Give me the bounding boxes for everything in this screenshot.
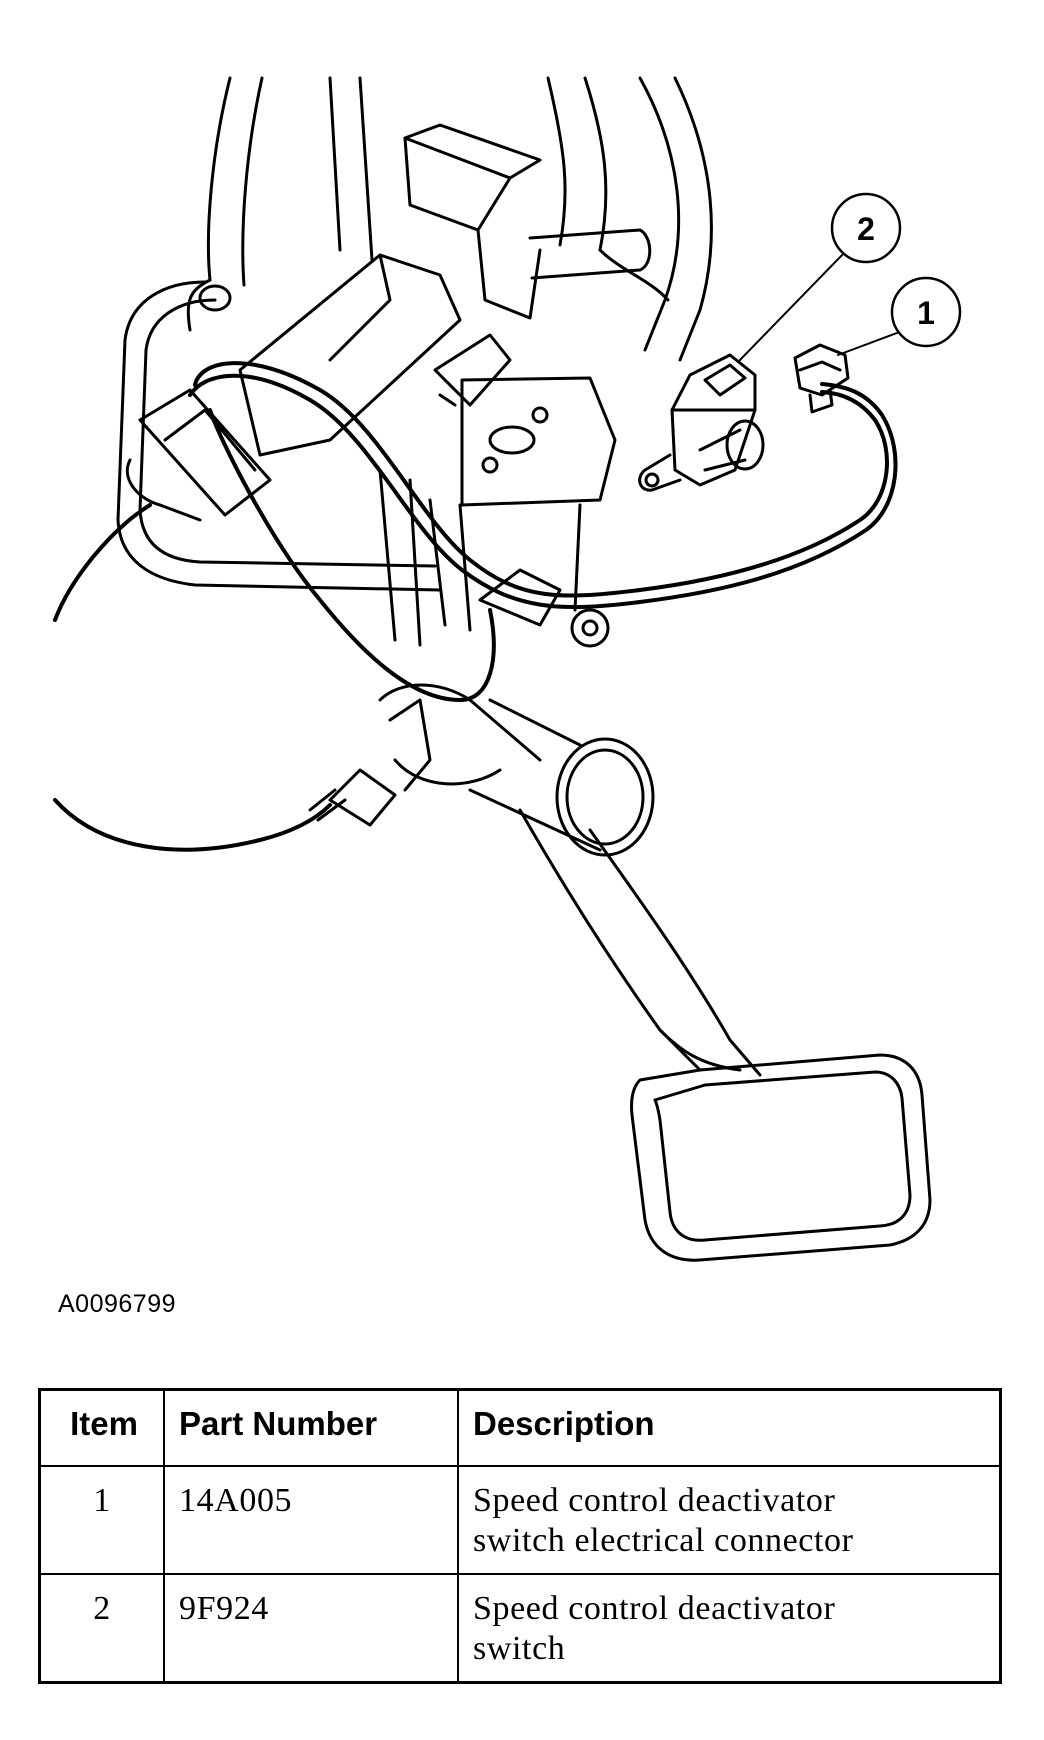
row-part-number: 9F924 xyxy=(163,1573,459,1684)
row-description-line: switch electrical connector xyxy=(473,1522,854,1559)
callout-2: 2 xyxy=(830,192,902,264)
electrical-connector xyxy=(793,343,850,414)
cable-fitting xyxy=(308,698,432,827)
row-description: Speed control deactivator switch xyxy=(457,1573,1002,1684)
pedal-assembly-illustration: 2 1 xyxy=(53,76,962,1262)
table-row: 1 14A005 Speed control deactivator switc… xyxy=(38,1465,1002,1575)
row-item: 2 xyxy=(38,1573,165,1684)
header-item: Item xyxy=(38,1388,165,1467)
callout-1-label: 1 xyxy=(917,295,935,331)
wiring-harness xyxy=(53,361,898,852)
row-part-number: 14A005 xyxy=(163,1465,459,1575)
header-description: Description xyxy=(457,1388,1002,1467)
row-description-line: switch xyxy=(473,1630,566,1667)
parts-table: Item Part Number Description 1 14A005 Sp… xyxy=(38,1388,1002,1684)
pedal-support-bracket xyxy=(186,76,713,362)
wiring-clip xyxy=(125,388,272,522)
figure-reference-id: A0096799 xyxy=(58,1290,177,1318)
callout-2-label: 2 xyxy=(857,211,875,247)
callout-1: 1 xyxy=(890,276,962,348)
dash-panel xyxy=(116,280,442,592)
deactivator-switch xyxy=(638,353,765,492)
row-description-line: Speed control deactivator xyxy=(473,1482,836,1519)
harness-clip xyxy=(478,568,610,648)
table-row: 2 9F924 Speed control deactivator switch xyxy=(38,1573,1002,1684)
header-part-number: Part Number xyxy=(163,1388,459,1467)
callout-leaders xyxy=(737,251,906,363)
brake-pedal xyxy=(378,683,932,1262)
parts-table-header-row: Item Part Number Description xyxy=(38,1388,1002,1467)
row-description: Speed control deactivator switch electri… xyxy=(457,1465,1002,1575)
row-description-line: Speed control deactivator xyxy=(473,1590,836,1627)
row-item: 1 xyxy=(38,1465,165,1575)
